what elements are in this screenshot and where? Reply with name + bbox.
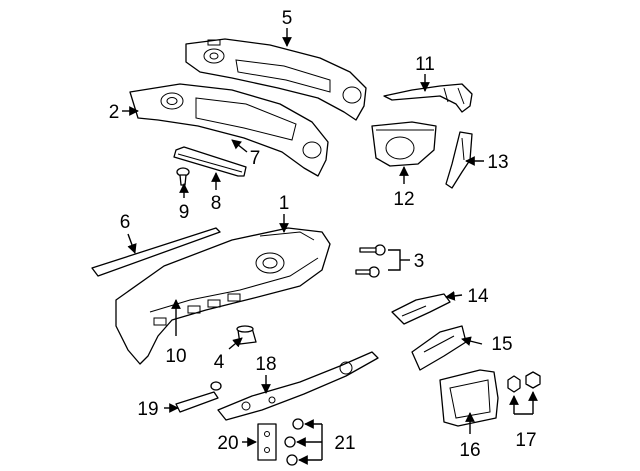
callout-11: 11 <box>415 54 435 75</box>
part-2-bumper-cover <box>129 83 329 177</box>
part-5-bumper-cover <box>185 38 367 121</box>
callout-1: 1 <box>279 193 290 214</box>
callout-8: 8 <box>211 193 222 214</box>
part-18-support-bar <box>217 351 379 421</box>
callout-7: 7 <box>250 148 261 169</box>
part-11-bracket <box>383 83 473 113</box>
part-8-valance-strip <box>173 146 247 177</box>
callout-18: 18 <box>255 354 276 375</box>
part-12-fog-lamp <box>371 121 437 167</box>
callout-4: 4 <box>214 352 225 373</box>
part-19-tow-hook <box>175 381 222 413</box>
part-21-nuts <box>284 418 304 466</box>
leader-14 <box>445 291 463 301</box>
part-17-nuts <box>507 371 541 393</box>
part-9-push-pin <box>176 167 190 186</box>
part-14-retainer <box>391 293 451 325</box>
part-1-bumper-cover <box>115 227 331 365</box>
part-6-upper-strip <box>91 227 221 277</box>
leader-lines <box>122 28 538 465</box>
callout-labels: 5 2 7 8 9 11 12 13 6 1 3 10 4 14 15 16 1… <box>109 8 537 461</box>
part-4-clip <box>236 325 257 345</box>
leader-6 <box>127 233 137 254</box>
callout-6: 6 <box>120 212 131 233</box>
part-3-bolts <box>355 244 386 278</box>
callout-21: 21 <box>334 433 355 454</box>
callout-17: 17 <box>515 430 536 451</box>
callout-9: 9 <box>179 202 190 223</box>
callout-16: 16 <box>459 440 480 461</box>
callout-12: 12 <box>393 189 414 210</box>
callout-20: 20 <box>217 433 238 454</box>
callout-15: 15 <box>491 334 512 355</box>
leader-7 <box>231 139 248 153</box>
callout-19: 19 <box>137 399 158 420</box>
part-15-retainer <box>411 325 467 371</box>
callout-3: 3 <box>414 251 425 272</box>
part-16-bracket <box>439 369 499 427</box>
leader-3 <box>388 249 401 271</box>
callout-13: 13 <box>487 152 508 173</box>
callout-2: 2 <box>109 102 120 123</box>
callout-14: 14 <box>467 286 489 307</box>
leader-4 <box>228 337 243 350</box>
part-20-plate <box>257 423 277 461</box>
callout-10: 10 <box>165 346 186 367</box>
callout-5: 5 <box>282 8 293 29</box>
leader-15 <box>461 336 483 346</box>
part-13-bracket <box>445 131 473 189</box>
